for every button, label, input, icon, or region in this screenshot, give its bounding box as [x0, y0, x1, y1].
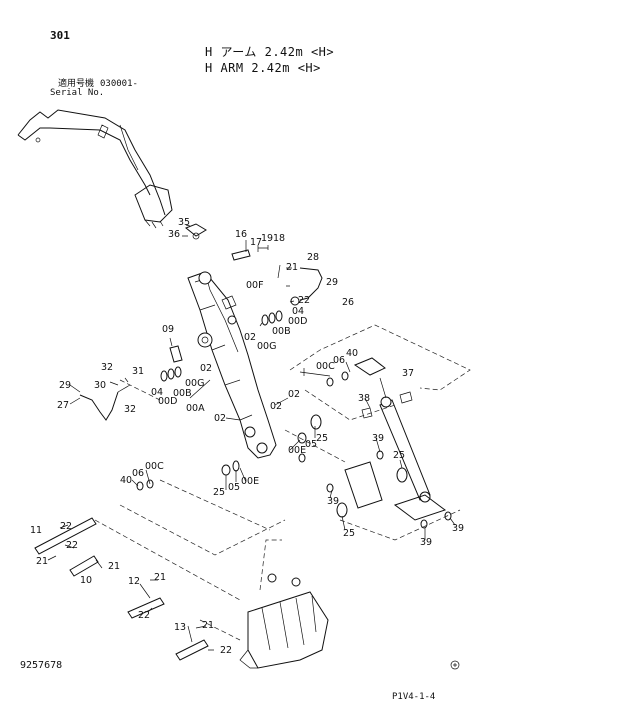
callout-00Cb: 00C: [145, 461, 164, 472]
callout-30: 30: [94, 380, 107, 391]
serial-label-english: Serial No.: [50, 88, 105, 98]
callout-25: 25: [316, 433, 329, 444]
callout-21c: 21: [108, 561, 121, 572]
callout-21: 21: [286, 262, 299, 273]
callout-22e: 22: [220, 645, 233, 656]
callout-16: 16: [235, 229, 248, 240]
callout-38: 38: [358, 393, 371, 404]
plate-35-36: [185, 223, 207, 240]
callout-00B: 00B: [272, 326, 291, 337]
callout-32: 32: [101, 362, 114, 373]
callout-00D: 00D: [288, 316, 308, 327]
document-number: 9257678: [20, 660, 63, 671]
bucket: [239, 573, 329, 669]
callout-21e: 21: [202, 620, 215, 631]
callout-06b: 06: [132, 468, 145, 479]
callout-00Db: 00D: [158, 396, 178, 407]
callout-13: 13: [174, 622, 187, 633]
callout-02d: 02: [288, 389, 301, 400]
serial-label-japanese: 適用号機: [58, 79, 95, 89]
pin-16: [231, 249, 251, 261]
callout-05b: 05: [228, 482, 241, 493]
pin-09: [169, 345, 183, 363]
callout-36: 36: [168, 229, 181, 240]
callout-04: 04: [292, 306, 305, 317]
callout-00Eb: 00E: [241, 476, 260, 487]
callout-25b: 25: [393, 450, 406, 461]
callout-00A: 00A: [186, 403, 205, 414]
assembly-lines: [94, 324, 471, 641]
pin-12: [127, 597, 165, 619]
callout-28: 28: [307, 252, 320, 263]
symbol-icon: [450, 660, 460, 670]
page-number: 301: [50, 29, 70, 42]
callout-00C: 00C: [316, 361, 335, 372]
callout-31: 31: [132, 366, 145, 377]
callout-21b: 21: [36, 556, 49, 567]
callout-12: 12: [128, 576, 141, 587]
pin-13: [175, 639, 209, 661]
callout-25c: 25: [213, 487, 226, 498]
leader-lines: [47, 224, 456, 651]
seals-lower-center: [136, 414, 322, 491]
callout-27: 27: [57, 400, 70, 411]
callout-39: 39: [372, 433, 385, 444]
callout-39c: 39: [420, 537, 433, 548]
callout-37: 37: [402, 368, 415, 379]
callout-35: 35: [178, 217, 191, 228]
arm-body: [187, 271, 277, 459]
callout-25d: 25: [343, 528, 356, 539]
callout-22c: 22: [66, 540, 79, 551]
callout-02b: 02: [200, 363, 213, 374]
callout-00Bb: 00B: [173, 388, 192, 399]
grease-line-27: [79, 384, 131, 421]
callout-40: 40: [346, 348, 359, 359]
callout-00F: 00F: [246, 280, 264, 291]
callout-22: 22: [298, 295, 311, 306]
callout-00G: 00G: [257, 341, 277, 352]
callout-19: 19: [261, 233, 274, 244]
callout-02: 02: [244, 332, 257, 343]
callout-39d: 39: [452, 523, 465, 534]
callout-18: 18: [273, 233, 286, 244]
serial-value: 030001-: [100, 79, 138, 89]
callout-39b: 39: [327, 496, 340, 507]
callout-40b: 40: [120, 475, 133, 486]
callout-02c: 02: [214, 413, 227, 424]
bucket-link: [326, 357, 452, 529]
seals-left: [160, 366, 182, 382]
callout-00E: 00E: [288, 445, 307, 456]
callout-06: 06: [333, 355, 346, 366]
callout-32b: 32: [124, 404, 137, 415]
callout-02e: 02: [270, 401, 283, 412]
callout-00Gb: 00G: [185, 378, 205, 389]
pin-11: [34, 517, 97, 555]
callout-05: 05: [305, 439, 318, 450]
callout-10: 10: [80, 575, 93, 586]
overview-excavator-icon: [17, 109, 173, 229]
callout-09: 09: [162, 324, 175, 335]
seals-right-upper: [261, 296, 300, 326]
callout-22d: 22: [138, 610, 151, 621]
title-japanese: H アーム 2.42m <H>: [205, 45, 335, 59]
callout-29b: 29: [59, 380, 72, 391]
callout-29: 29: [326, 277, 339, 288]
callout-22b: 22: [60, 521, 73, 532]
callout-21d: 21: [154, 572, 167, 583]
page-code: P1V4-1-4: [392, 692, 436, 702]
callout-26: 26: [342, 297, 355, 308]
callout-17: 17: [250, 237, 263, 248]
hose-28-29: [258, 247, 323, 301]
pin-10: [69, 555, 99, 577]
callout-11: 11: [30, 525, 43, 536]
callout-04b: 04: [151, 387, 164, 398]
title-english: H ARM 2.42m <H>: [205, 61, 321, 75]
